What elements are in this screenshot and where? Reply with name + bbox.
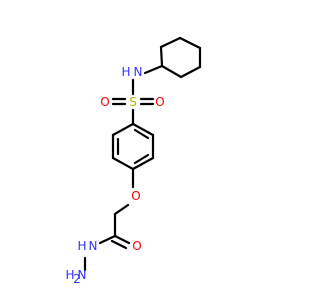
atom-s-sulfonyl: S (129, 95, 137, 109)
atom-h-hydrazide: H (77, 239, 86, 253)
bond (133, 128, 150, 140)
bond-carbonyl-b (110, 239, 128, 250)
atom-n-amine: N (134, 65, 143, 79)
atom-o-carbonyl: O (132, 239, 141, 253)
bond (131, 122, 155, 137)
atom-o-sulfonyl-left: O (100, 95, 109, 109)
bond (131, 156, 155, 171)
atom-n-terminal: N (78, 268, 87, 282)
bond (159, 36, 182, 49)
benzene-ring (111, 122, 155, 171)
bond-carbonyl-a (113, 234, 131, 245)
bond (111, 156, 135, 171)
atom-o-sulfonyl-right: O (155, 95, 164, 109)
bond (179, 65, 202, 79)
bond-cyclohexyl-nh (143, 64, 164, 75)
atom-h-amine: H (121, 65, 130, 79)
molecule-svg: N H S O O O O N H N H 2 (65, 36, 202, 286)
bond (111, 122, 135, 137)
bond-oether-ch2 (113, 203, 130, 216)
bond (160, 64, 183, 79)
cyclohexyl-ring (159, 36, 202, 79)
bond (133, 153, 150, 165)
molecule-structure-diagram: N H S O O O O N H N H 2 (65, 36, 202, 286)
bond (159, 45, 164, 68)
atom-n-hydrazide: N (89, 239, 98, 253)
bond (178, 36, 202, 50)
bond-carbonyl-nh (98, 234, 117, 245)
atom-o-ether: O (131, 189, 140, 203)
atom-h-terminal: H (65, 268, 74, 282)
atom-h-terminal-subscript: 2 (73, 272, 81, 286)
